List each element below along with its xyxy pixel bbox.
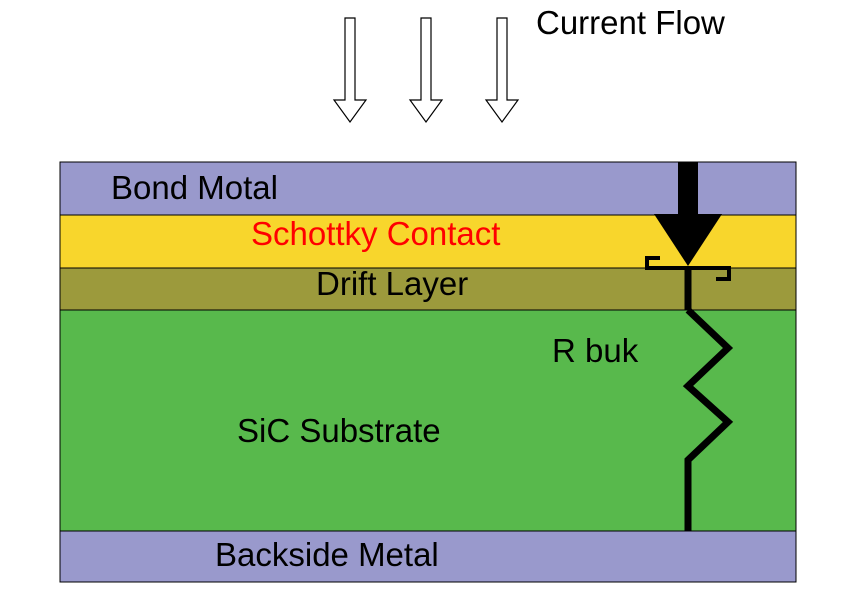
label-bond-metal: Bond Motal	[111, 169, 278, 206]
label-drift-layer: Drift Layer	[316, 265, 468, 302]
current-flow-arrows	[332, 17, 520, 124]
layer-drift-layer	[59, 267, 797, 311]
resistor-label: R buk	[552, 332, 639, 369]
current-flow-label: Current Flow	[536, 4, 725, 41]
resistor-zigzag	[682, 307, 734, 531]
current-flow-arrow-2	[408, 17, 444, 124]
current-flow-arrow-1	[332, 17, 368, 124]
diode-triangle	[654, 214, 722, 266]
layer-labels: Bond Motal Schottky Contact Drift Layer …	[111, 169, 500, 573]
current-flow-arrow-3	[484, 17, 520, 124]
layer-backside-metal	[59, 530, 797, 583]
bulk-resistor	[682, 307, 734, 531]
label-sic-substrate: SiC Substrate	[237, 412, 441, 449]
label-schottky-contact: Schottky Contact	[251, 215, 500, 252]
schottky-diode-symbol	[645, 162, 731, 310]
layer-sic-substrate	[59, 309, 797, 532]
layer-stack	[59, 161, 797, 583]
layer-bond-metal	[59, 161, 797, 216]
label-backside-metal: Backside Metal	[215, 536, 439, 573]
diode-anode-lead	[678, 162, 698, 214]
